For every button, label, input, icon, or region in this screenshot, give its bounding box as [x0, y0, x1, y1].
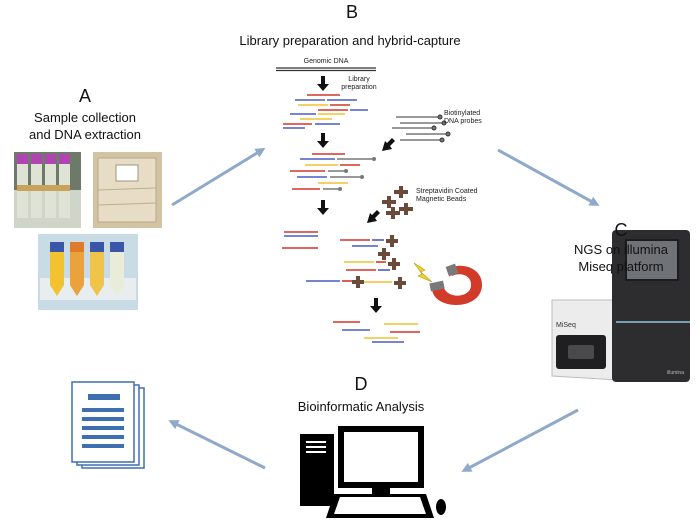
computer-icon: [300, 426, 446, 518]
biotinylated-probes: [392, 114, 451, 143]
miseq-sequencer: [551, 230, 690, 382]
section-d-letter: D: [354, 374, 368, 394]
section-c-letter: C: [614, 220, 628, 240]
beads-label-line2: Magnetic Beads: [416, 196, 467, 203]
hybridized-fragments: [290, 153, 376, 191]
sample-tubes-photo: [14, 152, 81, 228]
beads-label-line1: Streptavidin Coated: [416, 188, 478, 195]
lightning-icon: [413, 262, 433, 283]
section-b-title: Library preparation and hybrid-capture: [239, 33, 461, 48]
captured-fragments: [306, 239, 392, 283]
genomic-dna-strand: [276, 67, 376, 72]
flow-arrow-b-to-c: [497, 148, 600, 206]
genomic-dna-label: Genomic DNA: [303, 58, 349, 65]
unbound-fragments: [282, 231, 318, 249]
process-arrows: [317, 76, 395, 313]
miseq-model-label: MiSeq: [556, 322, 576, 329]
library-prep-label-line2: preparation: [341, 84, 377, 91]
flow-arrow-c-to-d: [461, 408, 579, 472]
probes-label-line2: DNA probes: [444, 118, 482, 125]
probes-label-line1: Biotinylated: [444, 110, 481, 117]
report-document-icon: [71, 381, 145, 469]
section-c-title-line1: NGS on illumina: [574, 242, 668, 257]
enriched-fragments: [333, 321, 420, 343]
flow-arrow-a-to-b: [171, 147, 266, 207]
section-a-letter: A: [78, 86, 91, 106]
dna-extraction-tubes-photo: [38, 234, 138, 310]
library-fragments: [283, 94, 368, 129]
section-c-title-line2: Miseq platform: [578, 259, 664, 274]
section-a-title-line2: and DNA extraction: [28, 127, 141, 142]
streptavidin-beads: [382, 186, 413, 219]
library-prep-label-line1: Library: [348, 76, 370, 83]
flow-arrow-d-to-report: [168, 420, 266, 470]
illumina-brand-label: illumina: [667, 370, 684, 376]
bead-complexes: [352, 235, 406, 289]
section-b-letter: B: [345, 2, 358, 22]
section-a-title-line1: Sample collection: [34, 110, 136, 125]
section-d-title: Bioinformatic Analysis: [297, 399, 425, 414]
magnet-icon: [429, 263, 483, 305]
sample-bags-photo: [93, 152, 162, 228]
